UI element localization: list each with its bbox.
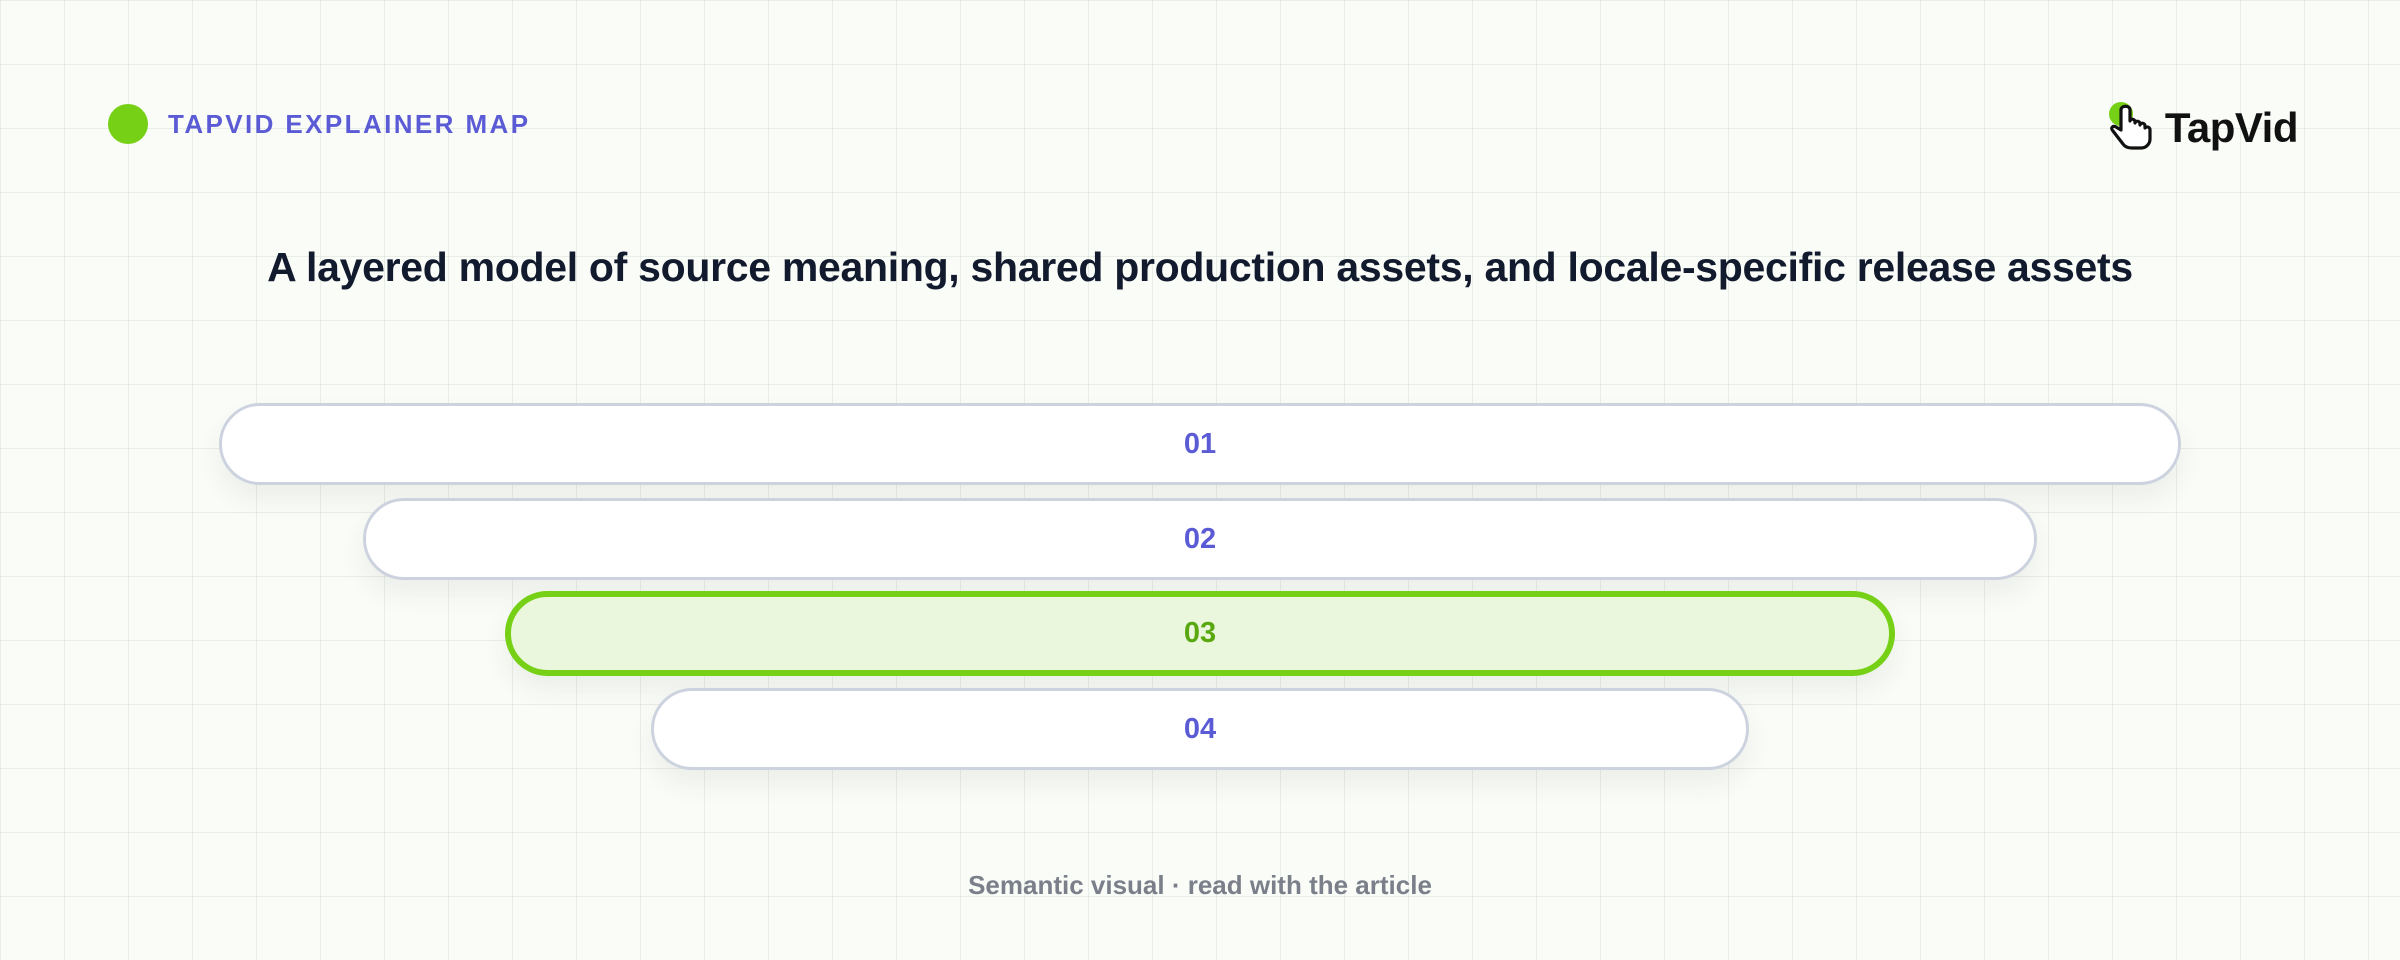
layer-label: 01 <box>1183 427 1217 460</box>
layer-02: 02 <box>363 498 2037 580</box>
layer-label: 03 <box>1183 617 1217 649</box>
layer-label: 04 <box>1183 712 1217 745</box>
layer-04: 04 <box>651 688 1749 770</box>
pointer-hand-icon <box>2108 102 2152 150</box>
layer-03-highlighted: 03 <box>505 591 1895 676</box>
tapvid-logo[interactable]: TapVid <box>2105 100 2299 156</box>
green-dot-icon <box>108 104 148 144</box>
header-tag-text: TAPVID EXPLAINER MAP <box>168 108 531 139</box>
header-tag: TAPVID EXPLAINER MAP <box>108 104 530 144</box>
layer-label: 02 <box>1183 522 1217 555</box>
page-title: A layered model of source meaning, share… <box>267 244 2133 290</box>
layer-01: 01 <box>219 403 2181 485</box>
logo-text: TapVid <box>2164 104 2299 151</box>
footer-caption: Semantic visual · read with the article <box>968 870 1432 900</box>
